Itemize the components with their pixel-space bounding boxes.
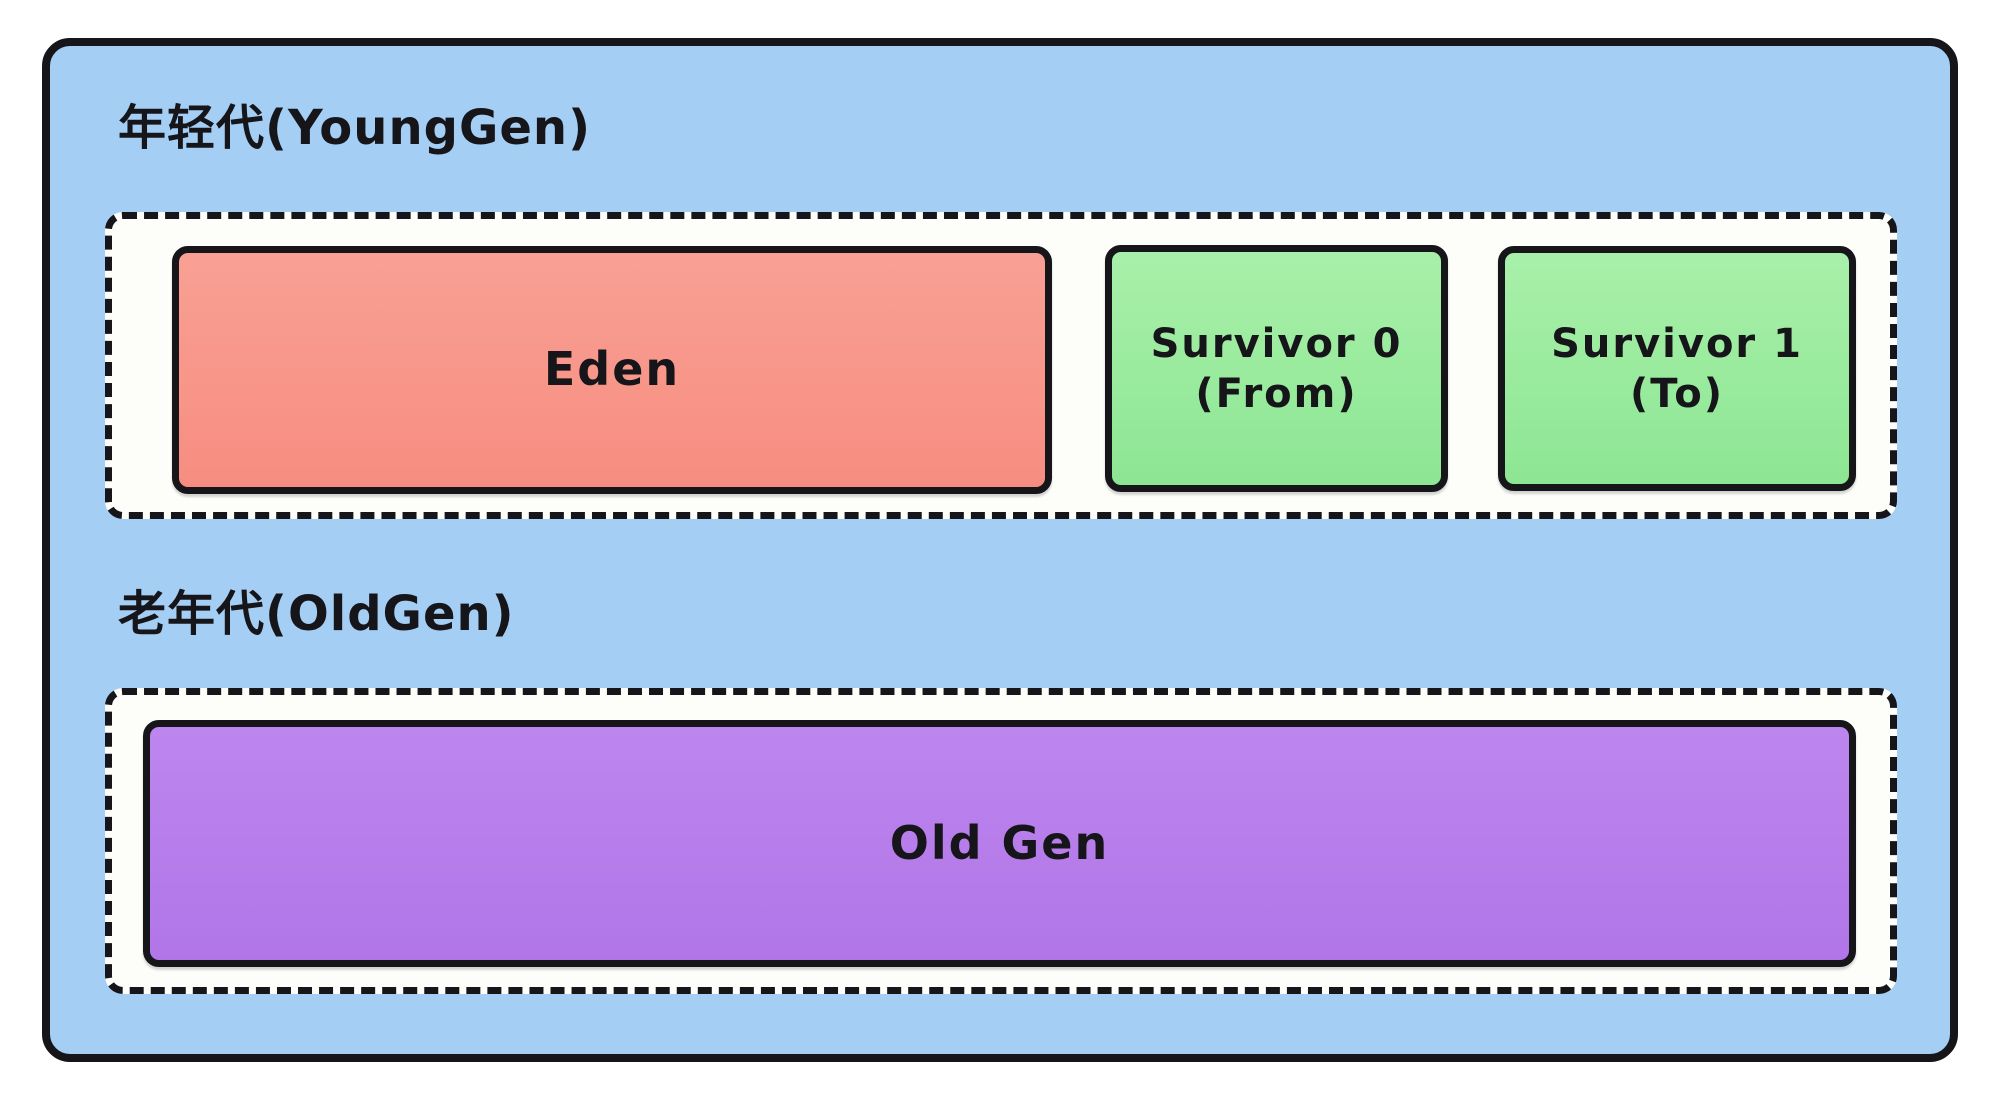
old-gen-region: Old Gen bbox=[105, 688, 1897, 994]
survivor0-label-line2: (From) bbox=[1195, 370, 1358, 417]
survivor1-space-box: Survivor 1 (To) bbox=[1498, 246, 1856, 491]
survivor1-label-line2: (To) bbox=[1629, 370, 1724, 417]
survivor0-label-line1: Survivor 0 bbox=[1150, 320, 1403, 367]
eden-space-box: Eden bbox=[172, 246, 1052, 494]
old-gen-space-box: Old Gen bbox=[143, 720, 1856, 967]
eden-label: Eden bbox=[543, 342, 681, 397]
young-gen-title: 年轻代(YoungGen) bbox=[118, 100, 592, 156]
survivor0-space-box: Survivor 0 (From) bbox=[1105, 245, 1448, 492]
old-gen-title: 老年代(OldGen) bbox=[118, 586, 515, 642]
young-gen-region: Eden Survivor 0 (From) Survivor 1 (To) bbox=[105, 212, 1897, 519]
survivor1-label-line1: Survivor 1 bbox=[1551, 320, 1803, 367]
old-gen-label: Old Gen bbox=[889, 815, 1110, 870]
jvm-heap-container: 年轻代(YoungGen) Eden Survivor 0 (From) Sur… bbox=[42, 38, 1958, 1062]
